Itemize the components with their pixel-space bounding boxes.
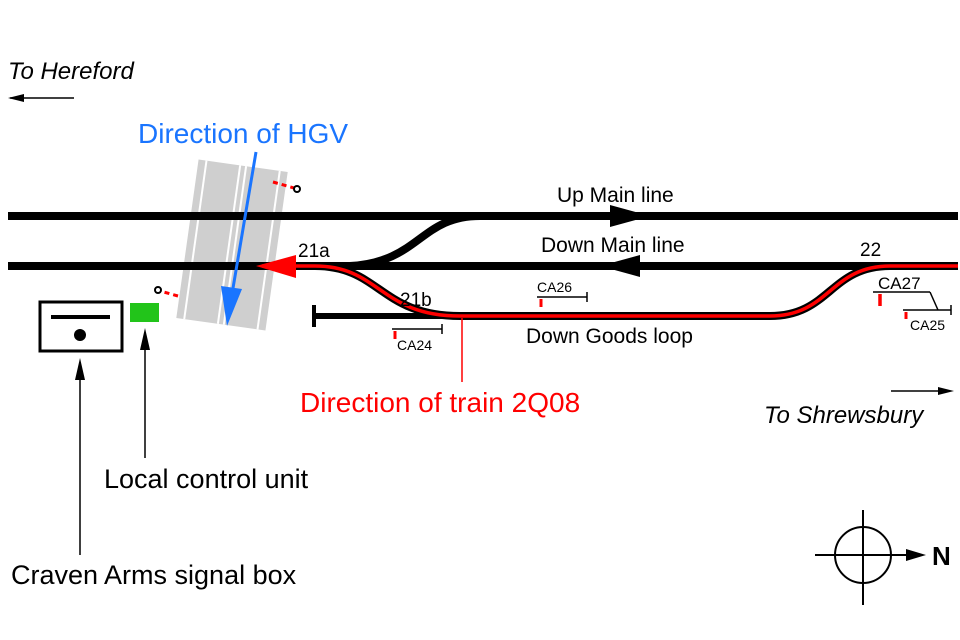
up-main-line-label: Up Main line (557, 184, 674, 207)
track-circuit-ca24 (392, 324, 443, 339)
to-shrewsbury-label: To Shrewsbury (764, 402, 925, 429)
to-hereford-arrowhead (8, 94, 24, 102)
track-circuit-ca25-label: CA25 (910, 317, 945, 333)
down-main-line-label: Down Main line (541, 234, 685, 257)
train-direction-label: Direction of train 2Q08 (300, 387, 580, 418)
down-goods-loop-label: Down Goods loop (526, 325, 693, 348)
points-22-label: 22 (860, 240, 881, 261)
local-control-unit-label: Local control unit (104, 464, 309, 494)
up-main-direction-arrow (610, 205, 650, 227)
track-circuit-ca27-label: CA27 (878, 274, 921, 293)
points-21a-label: 21a (298, 241, 330, 262)
barrier-south (154, 286, 179, 298)
hgv-direction-arrowhead (221, 286, 242, 326)
track-circuit-ca26 (537, 292, 588, 307)
signal-box-label: Craven Arms signal box (11, 560, 297, 590)
compass-north-label: N (932, 541, 951, 571)
track-circuit-ca26-label: CA26 (537, 279, 572, 295)
north-arrow-icon (906, 549, 926, 561)
hgv-direction-line (229, 151, 258, 301)
crossover-21a (349, 212, 481, 270)
points-21b-label: 21b (400, 290, 432, 311)
hgv-direction-label: Direction of HGV (138, 118, 348, 149)
signal-box-leader-arrowhead (75, 358, 85, 380)
lcu-leader-arrowhead (140, 328, 150, 350)
track-circuit-ca25 (903, 305, 952, 319)
track-circuit-ca27 (873, 291, 939, 311)
track-circuit-ca24-label: CA24 (397, 337, 432, 353)
train-direction-arrowhead (256, 255, 296, 278)
local-control-unit (130, 303, 159, 322)
train-route (262, 264, 958, 318)
signal-box (38, 300, 124, 353)
to-shrewsbury-arrowhead (938, 387, 954, 395)
down-main-direction-arrow (600, 255, 640, 277)
compass (815, 510, 926, 605)
to-hereford-label: To Hereford (8, 58, 135, 85)
barrier-north (272, 180, 301, 193)
